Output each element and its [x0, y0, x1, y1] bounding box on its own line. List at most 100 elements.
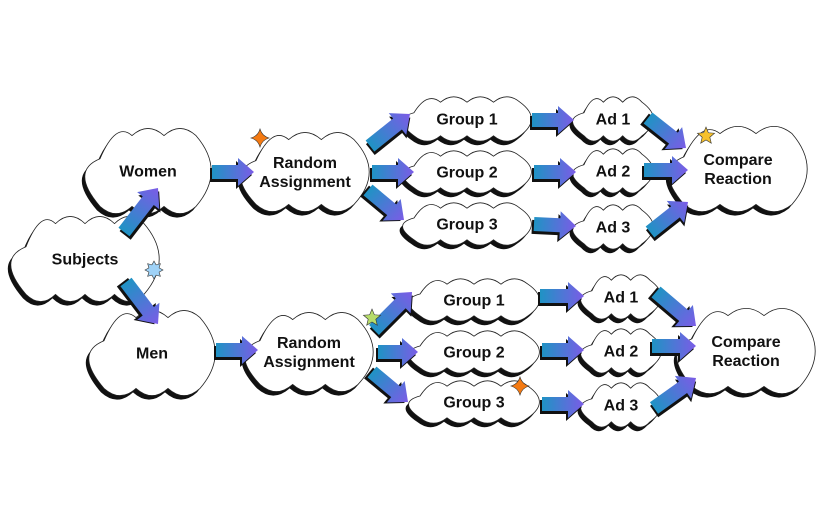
sparkle-icon: [509, 375, 531, 397]
node-label: Group 3: [436, 217, 497, 234]
star-icon: [696, 126, 716, 144]
arrow-shape: [643, 112, 687, 150]
cloud-shape: [676, 308, 816, 394]
node-label: Ad 1: [604, 290, 639, 307]
node-label: Group 3: [443, 395, 504, 412]
arrow-shape: [367, 366, 409, 403]
node-m-group3: Group 3: [405, 380, 540, 428]
cloud-shape: [580, 274, 662, 320]
arrow-women-random-to-w-group2: [370, 158, 414, 189]
node-label: Random: [277, 335, 341, 352]
arrow-women-random-to-w-group1: [365, 113, 411, 156]
arrow-m-group3-to-m-ad3: [540, 390, 584, 421]
arrow-women-to-women-random: [210, 158, 254, 189]
arrow-m-group1-to-m-ad1: [538, 282, 584, 313]
cloud-shape: [572, 204, 654, 250]
node-m-ad1: Ad 1: [577, 274, 662, 324]
arrow-m-ad2-to-m-compare: [650, 332, 696, 363]
arrow-shape: [533, 211, 577, 240]
arrow-shape: [378, 338, 418, 366]
cloud-shape: [408, 278, 540, 322]
arrow-shape: [645, 200, 689, 238]
node-label: Subjects: [52, 252, 119, 269]
node-label: Compare: [703, 152, 772, 169]
node-w-group3: Group 3: [399, 202, 532, 250]
arrow-shape: [212, 158, 254, 186]
burst-icon: [144, 260, 164, 280]
arrow-w-group3-to-w-ad3: [531, 211, 577, 243]
cloud-shape: [408, 380, 540, 424]
node-label: Women: [119, 164, 176, 181]
node-label: Group 2: [436, 165, 497, 182]
cloud-shape: [402, 202, 532, 246]
cloud-shape: [668, 126, 808, 212]
node-label: Reaction: [704, 171, 772, 188]
arrow-men-random-to-m-group2: [376, 338, 418, 369]
node-label: Men: [136, 346, 168, 363]
arrow-shape: [216, 336, 258, 364]
arrow-shape: [372, 158, 414, 186]
arrow-shape: [534, 158, 576, 186]
arrow-w-ad2-to-w-compare: [642, 156, 688, 187]
node-subjects: Subjects: [7, 216, 160, 306]
arrow-men-random-to-m-group3: [364, 366, 409, 404]
node-label: Assignment: [259, 174, 351, 191]
arrow-subjects-to-men: [116, 277, 160, 325]
arrow-w-ad3-to-w-compare: [645, 200, 689, 242]
star-icon: [362, 308, 382, 326]
sparkle-icon: [249, 127, 271, 149]
node-label: Group 2: [443, 345, 504, 362]
node-m-ad3: Ad 3: [577, 382, 662, 432]
arrow-shape: [652, 332, 696, 360]
cloud-shape: [244, 312, 374, 392]
cloud-shape: [572, 148, 654, 194]
arrow-m-ad3-to-m-compare: [649, 375, 697, 418]
node-m-group2: Group 2: [405, 330, 540, 378]
node-w-ad1: Ad 1: [569, 96, 654, 146]
node-m-group1: Group 1: [405, 278, 540, 326]
arrow-shape: [363, 184, 405, 221]
node-label: Ad 2: [596, 164, 631, 181]
node-m-ad2: Ad 2: [577, 328, 662, 378]
cloud-shape: [84, 128, 212, 214]
arrow-shape: [120, 277, 160, 324]
node-label: Group 1: [443, 293, 504, 310]
cloud-shape: [408, 330, 540, 374]
arrow-m-group2-to-m-ad2: [540, 336, 584, 367]
arrow-shape: [649, 375, 697, 414]
node-label: Reaction: [712, 353, 780, 370]
node-label: Ad 2: [604, 344, 639, 361]
node-women: Women: [81, 128, 212, 218]
arrow-shape: [118, 187, 160, 237]
arrow-w-group2-to-w-ad2: [532, 158, 576, 189]
node-label: Ad 3: [596, 220, 631, 237]
arrow-subjects-to-women: [118, 187, 161, 240]
arrow-men-to-men-random: [214, 336, 258, 367]
arrow-shape: [369, 292, 412, 335]
cloud-shape: [402, 96, 532, 142]
node-label: Compare: [711, 334, 780, 351]
cloud-shape: [580, 328, 662, 374]
arrow-shape: [542, 336, 584, 364]
cloud-shape: [402, 150, 532, 194]
arrow-w-ad1-to-w-compare: [640, 112, 687, 151]
node-w-group1: Group 1: [399, 96, 532, 146]
arrow-shape: [532, 106, 574, 134]
node-label: Ad 3: [604, 398, 639, 415]
cloud-shape: [240, 132, 370, 212]
node-men: Men: [85, 310, 216, 400]
node-label: Ad 1: [596, 112, 631, 129]
arrow-shape: [644, 156, 688, 184]
arrow-shape: [651, 286, 696, 327]
node-label: Assignment: [263, 354, 355, 371]
node-label: Group 1: [436, 112, 497, 129]
arrow-shape: [540, 282, 584, 310]
node-label: Random: [273, 155, 337, 172]
arrow-women-random-to-w-group3: [360, 184, 405, 222]
arrow-shape: [542, 390, 584, 418]
